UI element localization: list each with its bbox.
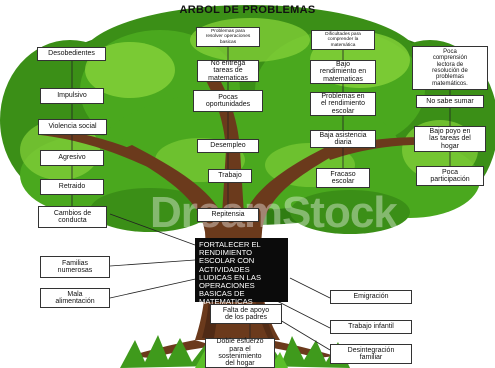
effect-poca-participacion: Poca participación xyxy=(416,166,484,186)
effect-trabajo: Trabajo xyxy=(208,169,252,183)
cause-doble-esfuerzo: Doble esfuerzo para el sostenimiento del… xyxy=(205,338,275,368)
effect-pocas-oportunidades: Pocas oportunidades xyxy=(193,90,263,112)
connectors xyxy=(71,47,451,351)
effect-no-sabe-sumar: No sabe sumar xyxy=(416,95,484,108)
effect-agresivo: Agresivo xyxy=(40,150,104,166)
effect-poca-comprension-lectora: Poca comprensión lectora de resolución d… xyxy=(412,46,488,90)
effect-repitensia: Repitensia xyxy=(197,208,259,222)
diagram-title: ARBOL DE PROBLEMAS xyxy=(179,4,316,16)
effect-problemas-rendimiento-escolar: Problemas en el rendimiento escolar xyxy=(310,92,376,116)
cause-emigracion: Emigración xyxy=(330,290,412,304)
effect-no-entrega-tareas: No entrega tareas de matematicas xyxy=(197,60,259,82)
cause-familias-numerosas: Familias numerosas xyxy=(40,256,110,278)
effect-bajo-rendimiento: Bajo rendimiento en matematicas xyxy=(310,60,376,84)
cause-trabajo-infantil: Trabajo infantil xyxy=(330,320,412,334)
central-problem: FORTALECER EL RENDIMIENTO ESCOLAR CON AC… xyxy=(195,238,288,306)
grass xyxy=(120,335,350,368)
effect-impulsivo: Impulsivo xyxy=(40,88,104,104)
cause-mala-alimentacion: Mala alimentación xyxy=(40,288,110,308)
effect-fracaso-escolar: Fracaso escolar xyxy=(316,168,370,188)
effect-desobedientes: Desobedientes xyxy=(37,47,106,61)
effect-violencia-social: Violencia social xyxy=(38,119,107,135)
effect-baja-asistencia: Baja asistencia diaria xyxy=(310,130,376,148)
effect-problemas-operaciones: Problemas para resolver operaciones basi… xyxy=(196,27,260,47)
effect-dificultades-matematica: Dificultades para comprender la matemáti… xyxy=(311,30,375,50)
effect-bajo-apoyo-tareas: Bajo poyo en las tareas del hogar xyxy=(414,126,486,152)
cause-falta-apoyo-padres: Falta de apoyo de los padres xyxy=(210,304,282,324)
watermark: DreamStock xyxy=(150,188,398,237)
effect-cambios-de-conducta: Cambios de conducta xyxy=(38,206,107,228)
effect-retraido: Retraido xyxy=(40,179,104,195)
effect-desempleo: Desempleo xyxy=(197,139,259,153)
cause-desintegracion-familiar: Desintegración familiar xyxy=(330,344,412,364)
